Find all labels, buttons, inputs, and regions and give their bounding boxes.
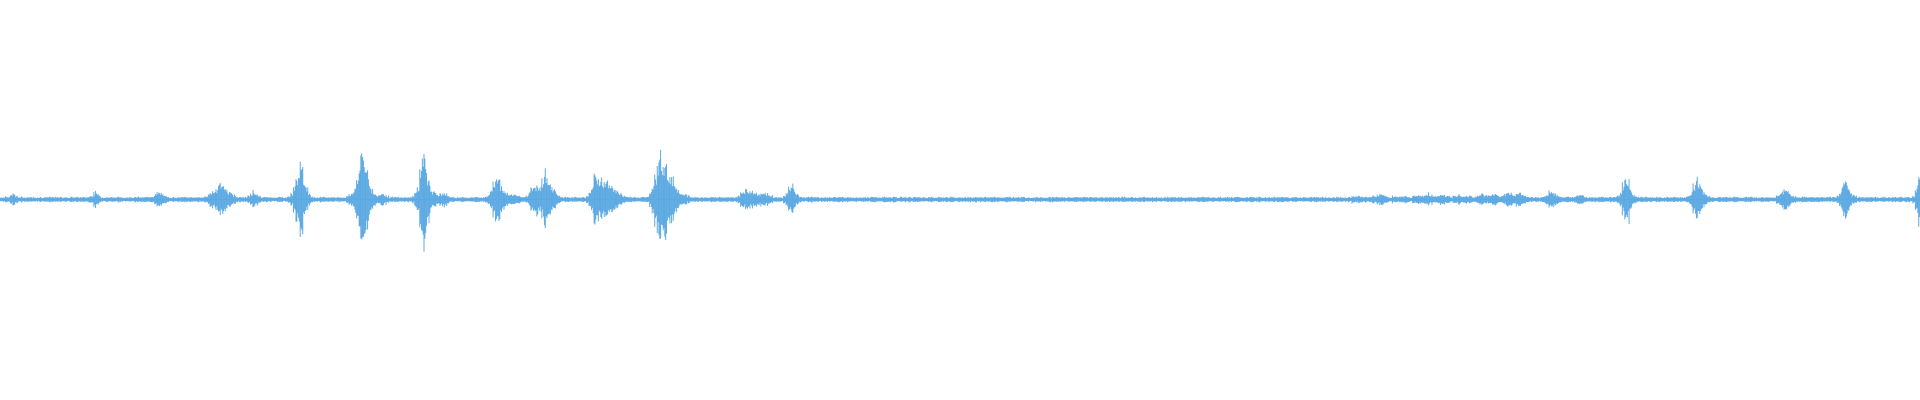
waveform-peaks [0, 149, 1920, 252]
